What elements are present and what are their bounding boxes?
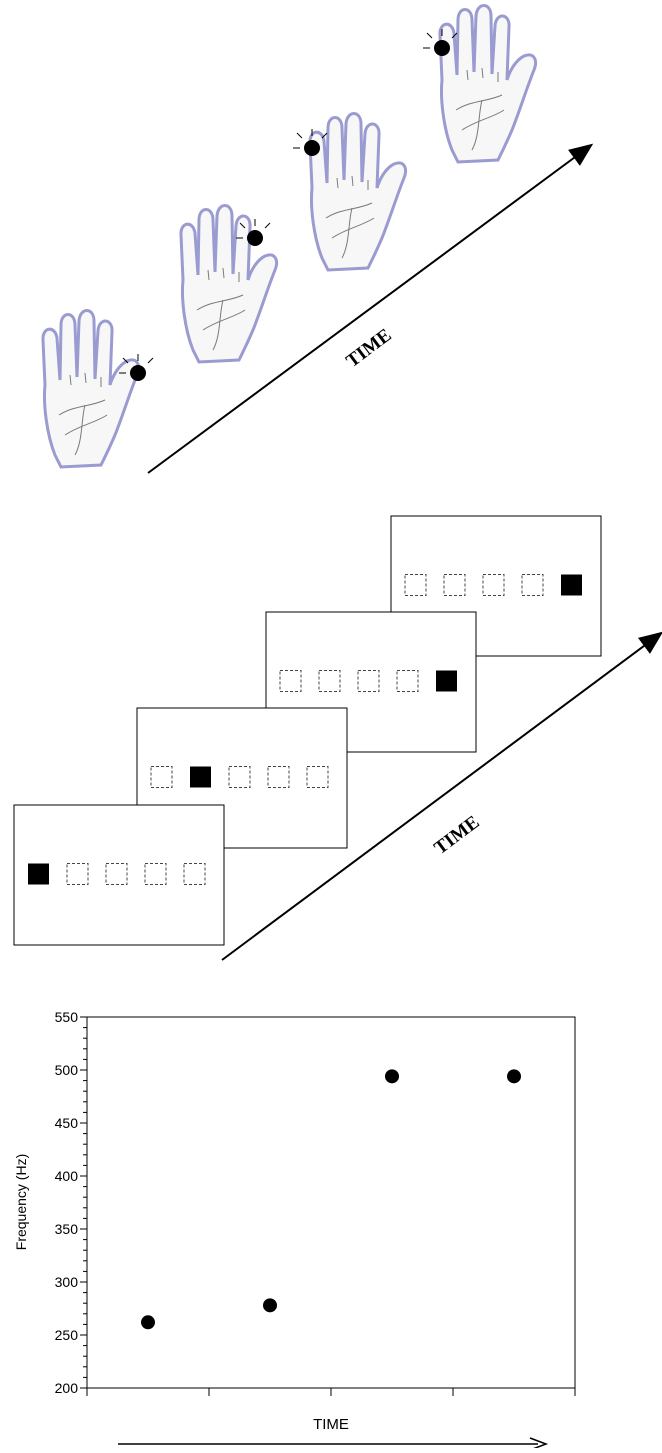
time-arrow [221, 631, 662, 961]
y-tick-label: 250 [55, 1327, 79, 1343]
empty-box [404, 574, 427, 596]
hands-panel: TIME [0, 0, 662, 490]
empty-box [357, 670, 380, 692]
empty-box [443, 574, 466, 596]
empty-box [279, 670, 302, 692]
data-point [263, 1298, 277, 1313]
hand-step-3 [292, 112, 408, 272]
y-tick-label: 450 [55, 1115, 79, 1131]
empty-box [521, 574, 544, 596]
screen-1 [13, 804, 225, 946]
empty-box [228, 766, 251, 788]
y-tick-label: 500 [55, 1062, 79, 1078]
empty-box [105, 863, 128, 885]
filled-box [436, 670, 457, 692]
hand-step-1 [41, 309, 154, 469]
screens-panel: TIME [0, 505, 662, 975]
data-point [141, 1315, 155, 1330]
filled-box [190, 766, 211, 788]
filled-box [28, 863, 49, 885]
plot-area [86, 1016, 576, 1389]
data-point [385, 1069, 399, 1084]
y-tick-label: 300 [55, 1274, 79, 1290]
data-point [507, 1069, 521, 1084]
empty-box [306, 766, 329, 788]
hands-diagram: TIME [41, 4, 594, 474]
empty-box [66, 863, 89, 885]
y-tick-label: 200 [55, 1380, 79, 1396]
filled-box [561, 574, 582, 596]
x-axis-label: TIME [313, 1416, 349, 1433]
time-label: TIME [342, 325, 395, 372]
hand-step-2 [179, 204, 279, 364]
empty-box [183, 863, 206, 885]
empty-box [150, 766, 173, 788]
empty-box [318, 670, 341, 692]
y-tick-label: 400 [55, 1168, 79, 1184]
empty-box [267, 766, 290, 788]
y-tick-label: 550 [55, 1009, 79, 1025]
hand-step-4 [422, 4, 538, 164]
time-arrow [147, 143, 594, 474]
y-tick-label: 350 [55, 1221, 79, 1237]
empty-box [396, 670, 419, 692]
empty-box [482, 574, 505, 596]
time-label: TIME [430, 812, 483, 859]
screens-diagram: TIME [13, 515, 662, 961]
time-arrow-bottom-head [529, 1437, 549, 1451]
y-axis-label: Frequency (Hz) [13, 1154, 29, 1250]
empty-box [144, 863, 167, 885]
